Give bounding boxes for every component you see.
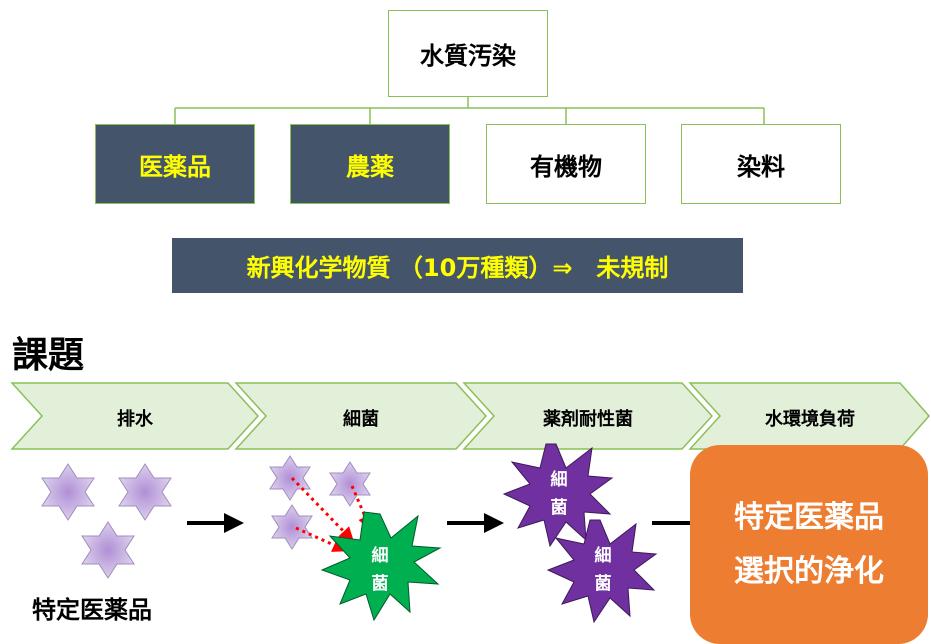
tree-root-box: 水質汚染 bbox=[388, 10, 548, 97]
drug-molecule-icon bbox=[41, 463, 95, 521]
bacteria-label: 細 菌 bbox=[544, 466, 574, 522]
bacteria-label-top: 細 bbox=[594, 546, 612, 566]
selective-purification-box: 特定医薬品 選択的浄化 bbox=[690, 445, 928, 644]
bacteria-green-icon bbox=[320, 511, 442, 622]
bacteria-label: 細 菌 bbox=[365, 542, 395, 598]
result-line-2: 選択的浄化 bbox=[734, 553, 884, 589]
banner-text: 新興化学物質 （10万種類）⇒ 未規制 bbox=[246, 254, 669, 282]
process-step-label: 排水 bbox=[117, 409, 153, 430]
drug-molecule-icon bbox=[329, 461, 371, 507]
chevron-step-1 bbox=[10, 382, 260, 450]
chevron-step-2 bbox=[234, 382, 488, 450]
chevron-step-3 bbox=[462, 382, 714, 450]
drug-molecule-icon bbox=[81, 521, 135, 579]
tree-child-dyes: 染料 bbox=[681, 124, 841, 204]
tree-child-pesticides: 農薬 bbox=[290, 124, 450, 204]
drug-caption: 特定医薬品 bbox=[32, 596, 152, 624]
tree-root-label: 水質汚染 bbox=[420, 42, 516, 70]
emerging-chemicals-banner: 新興化学物質 （10万種類）⇒ 未規制 bbox=[172, 238, 743, 293]
absorption-arrow bbox=[295, 526, 348, 552]
absorption-arrow bbox=[350, 485, 373, 531]
absorption-arrow bbox=[290, 476, 355, 543]
tree-child-label: 有機物 bbox=[530, 152, 602, 181]
tree-child-label: 医薬品 bbox=[139, 152, 211, 181]
bacteria-label-top: 細 bbox=[371, 546, 389, 566]
bacteria-label-bottom: 菌 bbox=[371, 574, 389, 594]
tree-child-organics: 有機物 bbox=[486, 124, 646, 204]
bacteria-label: 細 菌 bbox=[588, 542, 618, 598]
bacteria-label-top: 細 bbox=[550, 470, 568, 490]
bacteria-purple-icon bbox=[502, 443, 614, 548]
bacteria-purple-icon bbox=[546, 519, 658, 624]
tree-child-label: 農薬 bbox=[346, 152, 394, 181]
process-step-label: 細菌 bbox=[343, 409, 379, 430]
drug-molecule-icon bbox=[118, 463, 172, 521]
process-step-label: 薬剤耐性菌 bbox=[543, 409, 633, 430]
process-step-label: 水環境負荷 bbox=[765, 409, 855, 430]
tree-child-pharmaceuticals: 医薬品 bbox=[95, 124, 255, 204]
tree-child-label: 染料 bbox=[737, 152, 785, 181]
drug-molecule-icon bbox=[271, 504, 313, 550]
section-title: 課題 bbox=[12, 335, 85, 376]
bacteria-label-bottom: 菌 bbox=[550, 498, 568, 518]
drug-molecule-icon bbox=[269, 455, 311, 501]
result-line-1: 特定医薬品 bbox=[734, 499, 884, 535]
bacteria-label-bottom: 菌 bbox=[594, 574, 612, 594]
